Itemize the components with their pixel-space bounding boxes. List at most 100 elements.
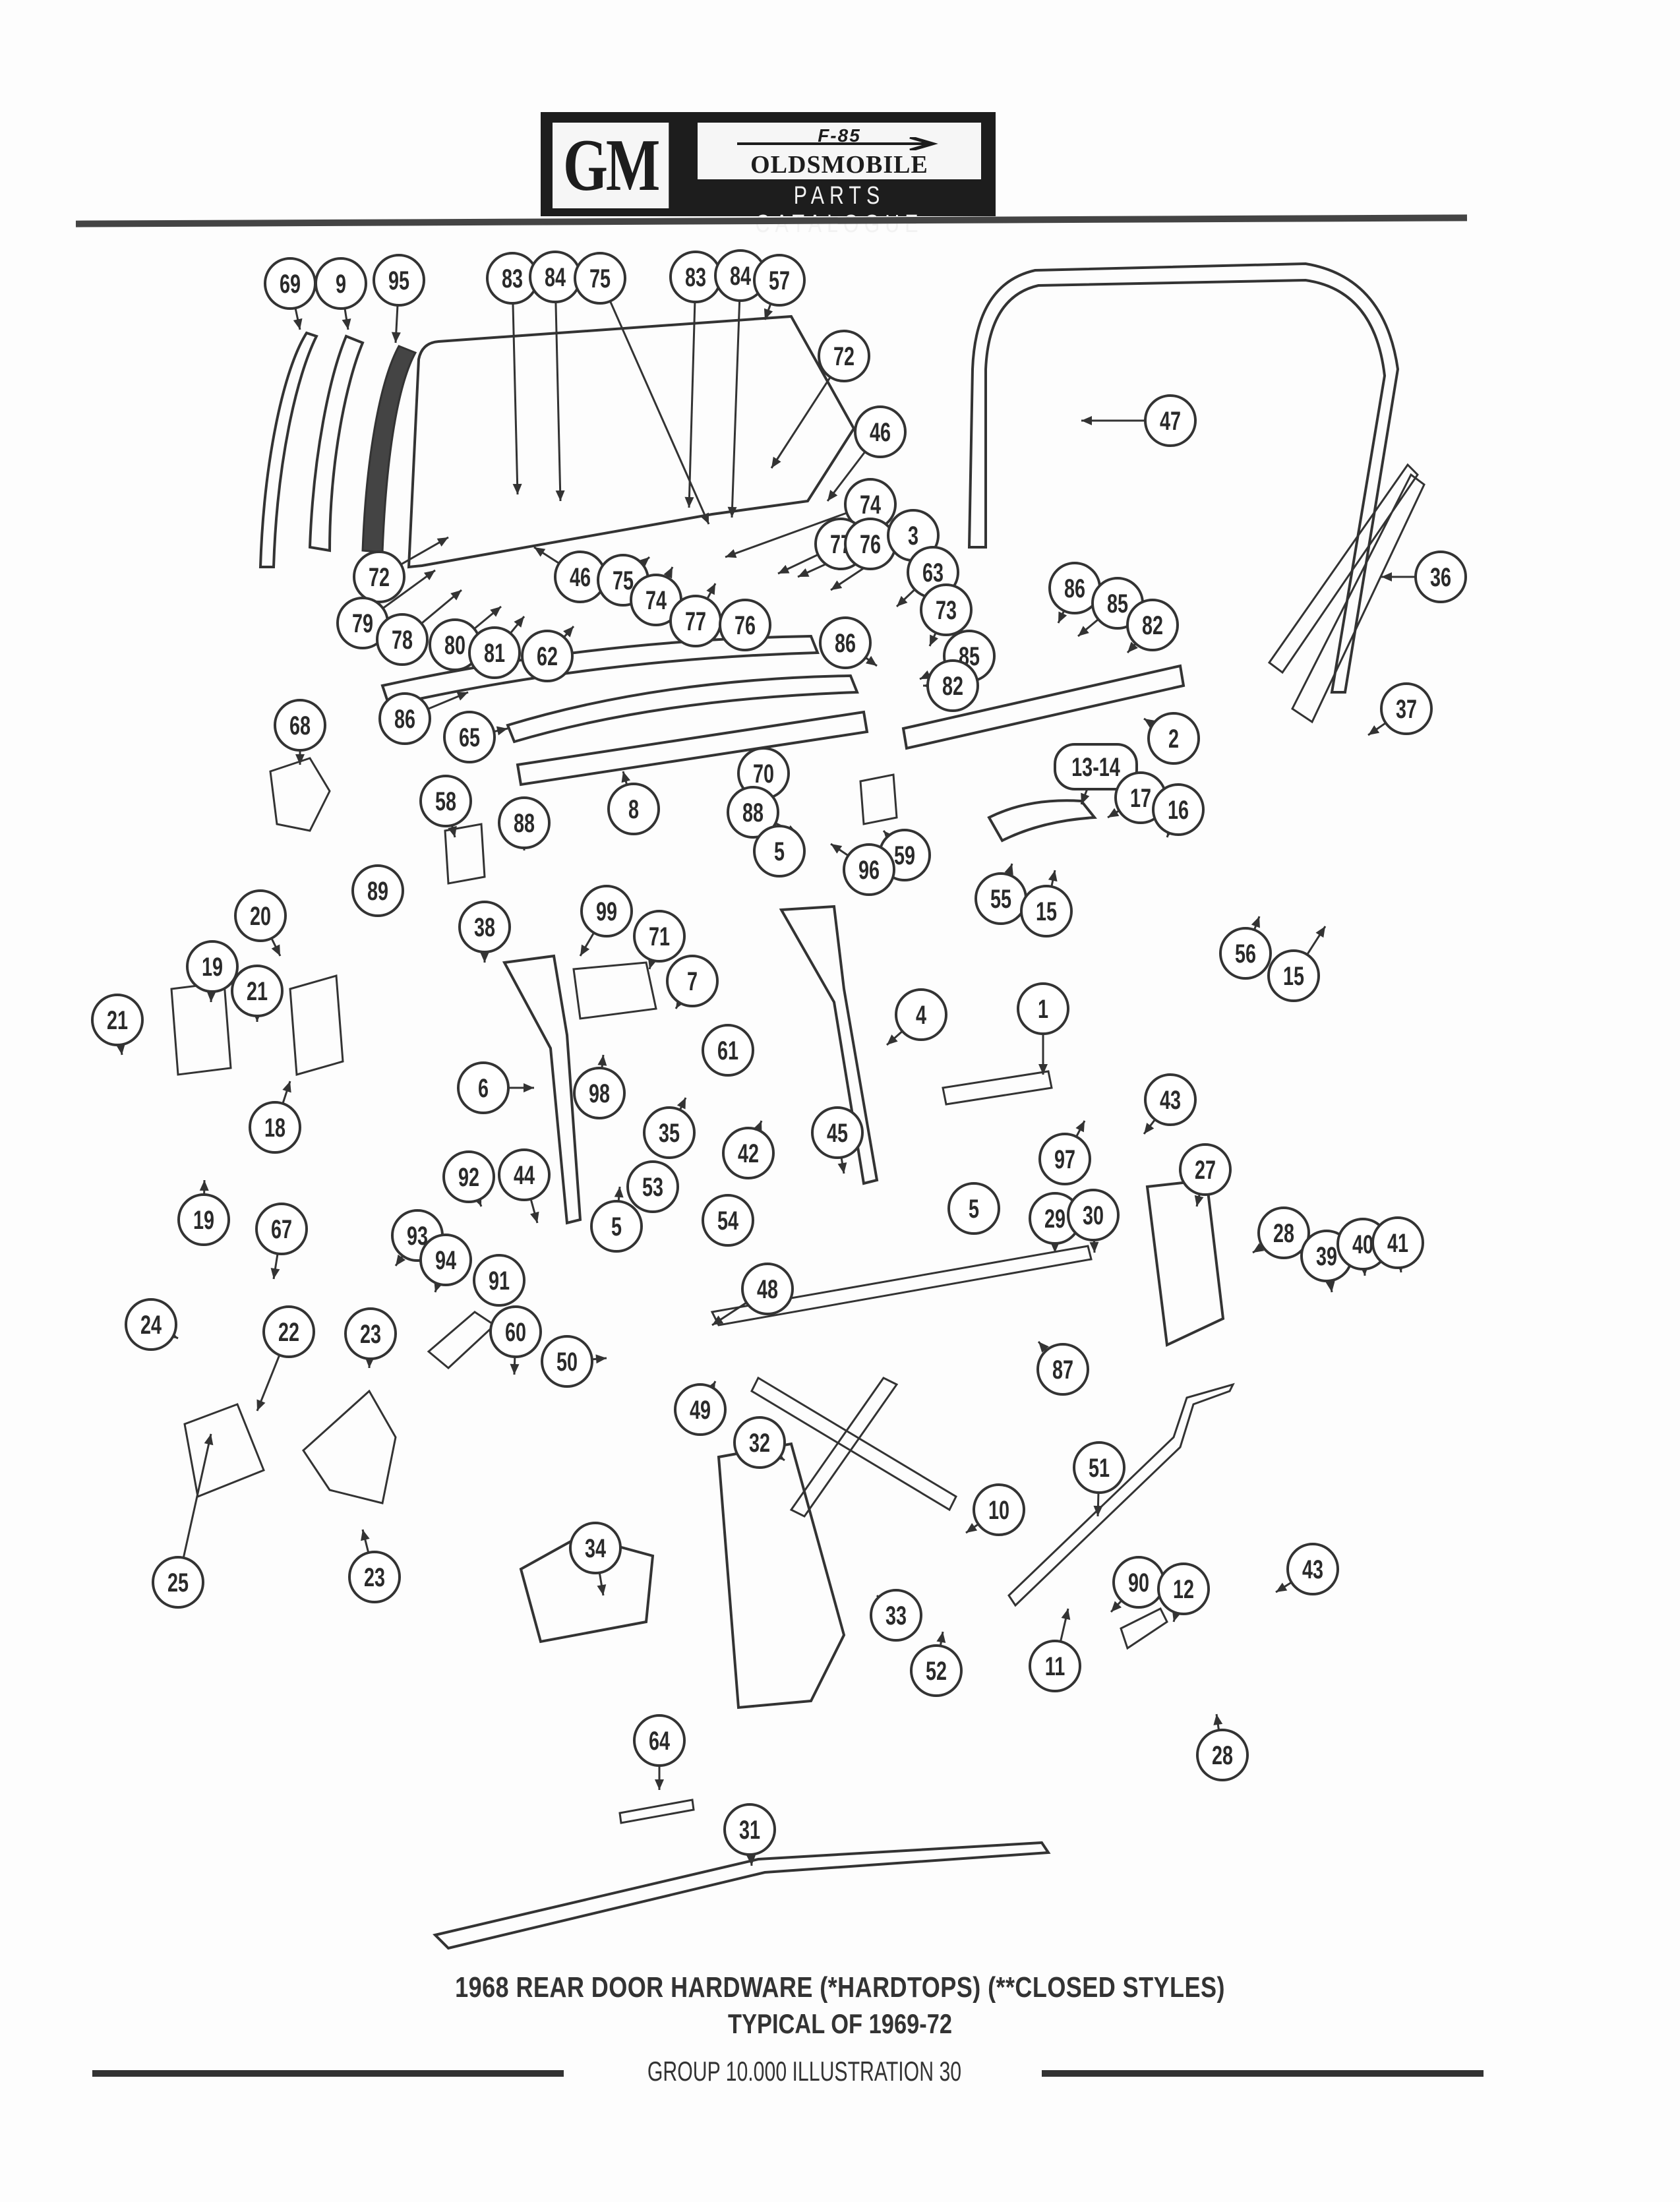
part-bracket-71 [572,961,657,1020]
callout-number: 65 [459,723,480,752]
leader-arrowhead-icon [293,318,303,330]
callout-balloon [1196,1729,1249,1781]
callout-balloon [152,1556,204,1609]
leader-arrowhead-icon [597,1584,607,1595]
leader-arrowhead-icon [530,1211,539,1223]
callout-number: 99 [596,897,617,926]
callout-number: 83 [502,264,523,293]
footer-rule-left [92,2070,564,2077]
callout-number: 74 [645,585,667,615]
callout-71: 71 [633,910,686,963]
leader-arrowhead-icon [771,456,781,468]
callout-19: 19 [186,940,239,993]
leader-arrowhead-icon [831,580,843,590]
callout-28: 28 [1257,1206,1310,1259]
callout-23: 23 [344,1307,397,1360]
callout-50: 50 [541,1335,593,1388]
callout-76: 76 [844,518,897,570]
callout-number: 48 [757,1274,778,1304]
callout-2: 2 [1147,712,1200,765]
leader-line [512,303,519,495]
callout-balloon [569,1522,622,1574]
leader-arrowhead-icon [1144,719,1156,729]
part-strip-64 [618,1799,695,1824]
leader-arrowhead-icon [271,944,280,956]
callout-balloon [727,786,779,839]
leader-arrowhead-icon [456,692,468,701]
part-handle-12 [1120,1607,1168,1650]
callout-balloon [626,1160,679,1213]
callout-48: 48 [741,1263,794,1315]
callout-84: 84 [529,251,582,303]
callout-68: 68 [274,699,326,752]
callout-number: 5 [774,837,785,866]
callout-1: 1 [1017,982,1069,1035]
leader-arrowhead-icon [1058,611,1067,623]
leader-arrowhead-icon [936,1632,946,1643]
leader-line [731,300,741,518]
callout-balloon [177,1193,230,1246]
leader-arrowhead-icon [510,1363,520,1375]
callout-balloon [947,1182,1000,1235]
callout-89: 89 [351,864,404,917]
callout-60: 60 [489,1305,542,1358]
callout-balloon [443,711,496,763]
callout-number: 72 [369,562,390,592]
callout-5: 5 [947,1182,1000,1235]
callout-44: 44 [498,1148,551,1201]
leader-arrowhead-icon [966,1523,978,1533]
callout-number: 83 [685,262,706,292]
callout-number: 98 [589,1079,610,1108]
callout-balloon [702,1024,754,1077]
callout-number: 41 [1387,1228,1408,1258]
callout-34: 34 [569,1522,622,1574]
callout-64: 64 [633,1714,686,1767]
leader-arrowhead-icon [1075,1121,1085,1133]
leader-arrowhead-icon [930,634,938,646]
leader-arrowhead-icon [712,1315,724,1325]
callout-number: 57 [769,266,790,295]
part-sill-plate-31 [433,1841,1051,1950]
part-regulator-32 [717,1442,846,1710]
leader-arrowhead-icon [555,490,565,501]
part-arm-6 [502,954,582,1225]
callout-58: 58 [419,775,472,827]
leader-arrowhead-icon [436,537,448,547]
callout-15: 15 [1267,949,1320,1002]
callout-24: 24 [125,1298,177,1351]
callout-balloon [1147,712,1200,765]
callout-12: 12 [1157,1562,1210,1615]
callout-number: 42 [738,1139,759,1168]
callout-97: 97 [1038,1133,1091,1185]
callout-balloon [633,1714,686,1767]
callout-balloon [457,1061,510,1114]
callout-number: 46 [570,562,591,592]
callout-number: 73 [936,595,957,625]
leader-arrowhead-icon [655,1779,664,1790]
callout-number: 12 [1173,1574,1194,1604]
callout-number: 40 [1352,1230,1373,1259]
callout-number: 53 [642,1172,663,1202]
leader-arrowhead-icon [524,1083,534,1092]
callout-15: 15 [1020,885,1073,937]
gm-oldsmobile-logo: GM F-85 OLDSMOBILE PARTS CATALOGUE [541,112,996,238]
group-illustration-label: GROUP 10.000 ILLUSTRATION 30 [647,2056,962,2087]
leader-arrowhead-icon [391,332,401,343]
callout-90: 90 [1112,1556,1165,1609]
callout-13-14: 13-14 [1054,743,1138,790]
leader-arrowhead-icon [1038,1064,1048,1075]
callout-number: 74 [860,490,882,520]
callout-28: 28 [1196,1729,1249,1781]
callout-balloon [489,1305,542,1358]
leader-arrowhead-icon [1061,1609,1071,1621]
leader-arrowhead-icon [1093,1505,1103,1516]
callout-balloon [1267,949,1320,1002]
callout-balloon [719,599,771,651]
leader-line [609,301,710,525]
model-arrow-icon [737,137,938,150]
leader-arrowhead-icon [1111,1601,1122,1612]
callout-balloon [521,630,574,682]
callout-number: 19 [193,1205,214,1235]
part-window-frame-47 [967,262,1400,694]
leader-arrowhead-icon [684,496,694,508]
